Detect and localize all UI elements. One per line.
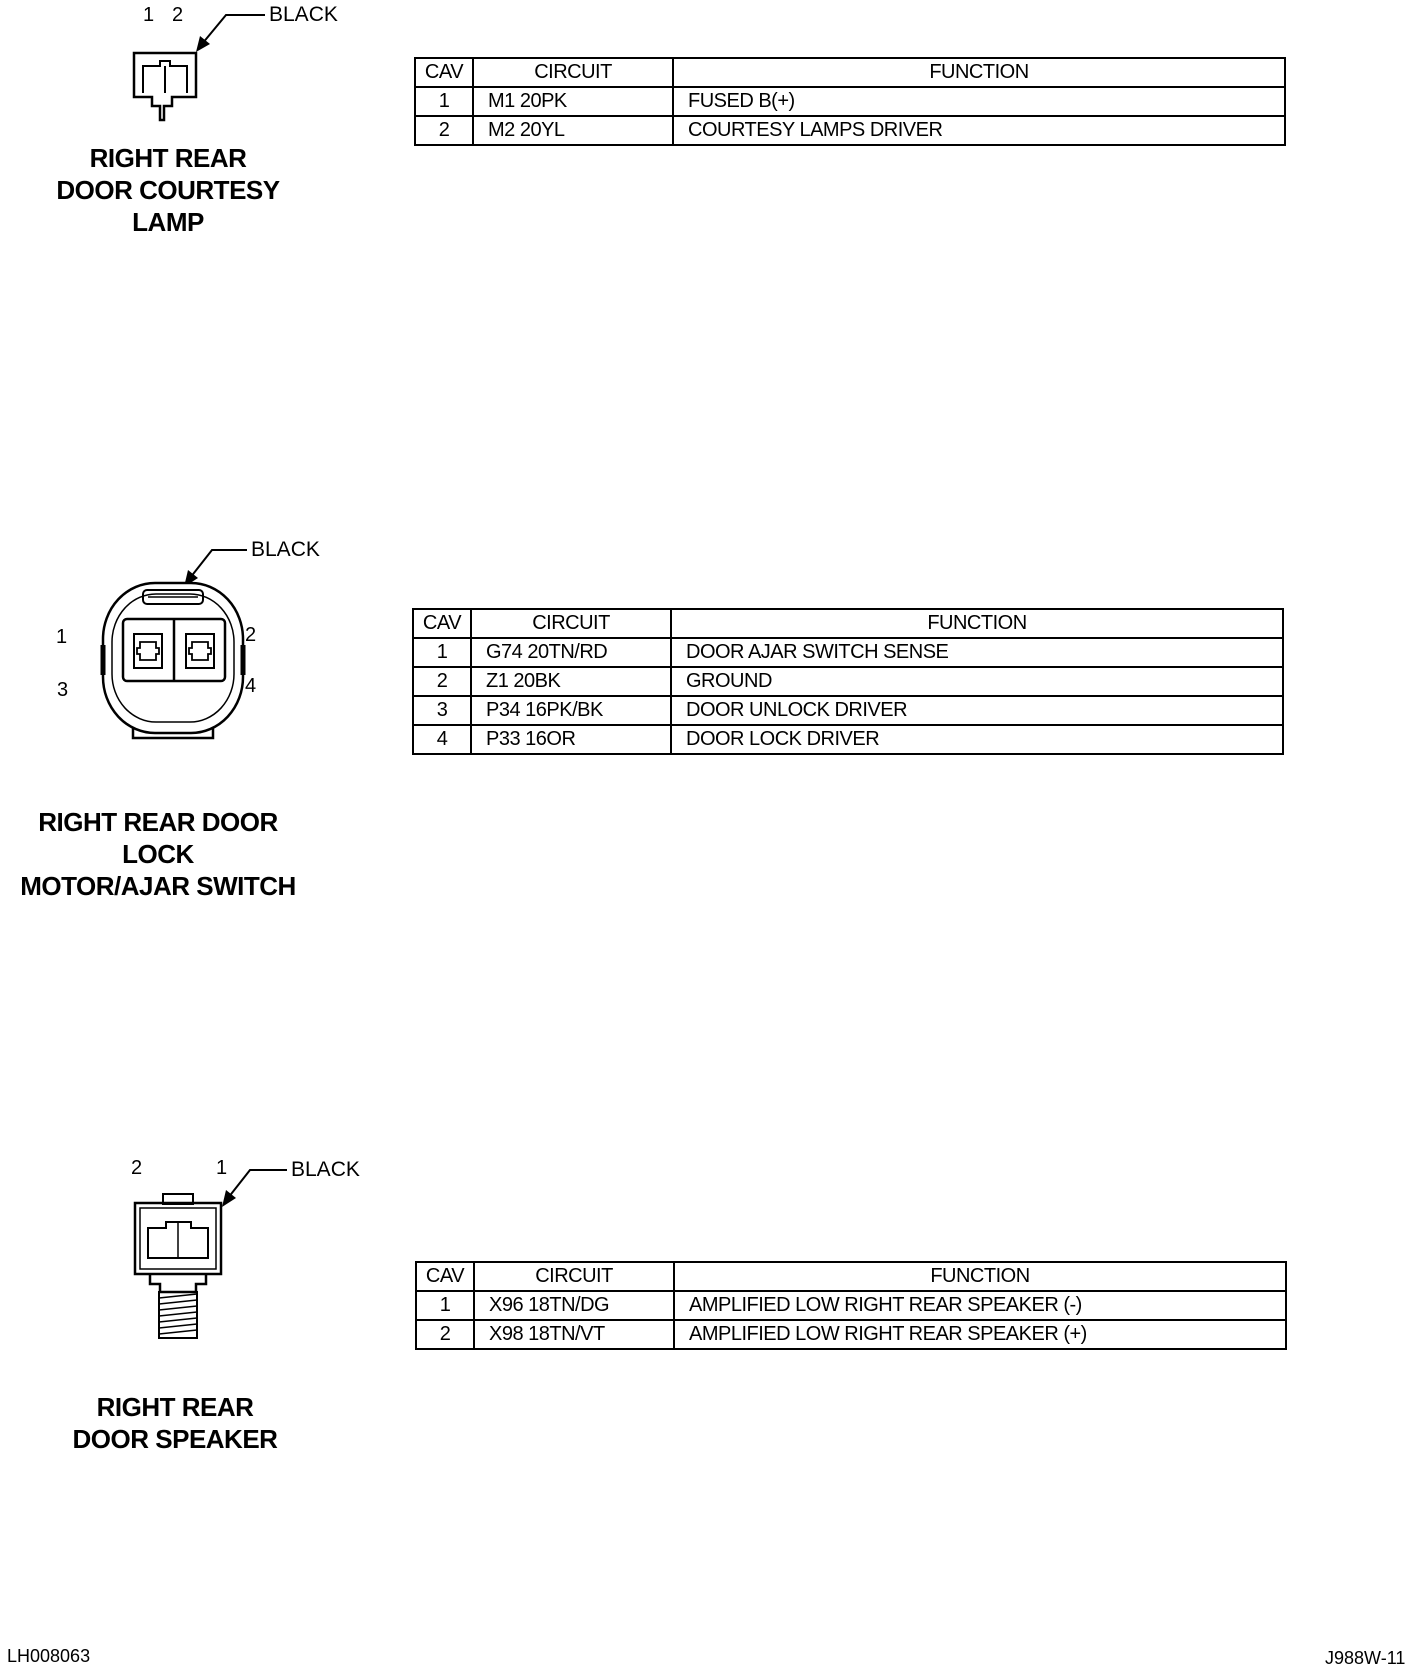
table-header-row: CAV CIRCUIT FUNCTION bbox=[414, 57, 1286, 88]
table-row: 1 M1 20PK FUSED B(+) bbox=[414, 86, 1286, 117]
table-row: 3 P34 16PK/BK DOOR UNLOCK DRIVER bbox=[412, 695, 1284, 726]
pin-label-2: 2 bbox=[131, 1157, 143, 1179]
connector-color-label: BLACK bbox=[291, 1158, 360, 1181]
cell-cav: 1 bbox=[415, 1290, 475, 1321]
cell-cav: 3 bbox=[412, 695, 472, 726]
cell-function: FUSED B(+) bbox=[672, 86, 1286, 117]
pin-label-1: 1 bbox=[216, 1157, 228, 1179]
cell-circuit: X96 18TN/DG bbox=[473, 1290, 675, 1321]
pinout-table: CAV CIRCUIT FUNCTION 1 M1 20PK FUSED B(+… bbox=[414, 57, 1286, 146]
connector-color-label: BLACK bbox=[269, 3, 338, 26]
table-header-row: CAV CIRCUIT FUNCTION bbox=[415, 1261, 1287, 1292]
cell-cav: 4 bbox=[412, 724, 472, 755]
cell-function: DOOR LOCK DRIVER bbox=[670, 724, 1284, 755]
header-cav: CAV bbox=[412, 608, 472, 639]
connector-title: RIGHT REAR DOOR SPEAKER bbox=[60, 1391, 290, 1455]
cell-function: AMPLIFIED LOW RIGHT REAR SPEAKER (+) bbox=[673, 1319, 1287, 1350]
cell-cav: 1 bbox=[412, 637, 472, 668]
pinout-table: CAV CIRCUIT FUNCTION 1 X96 18TN/DG AMPLI… bbox=[415, 1261, 1287, 1350]
speaker-connector-icon bbox=[133, 1169, 287, 1339]
table-row: 1 X96 18TN/DG AMPLIFIED LOW RIGHT REAR S… bbox=[415, 1290, 1287, 1321]
cell-function: DOOR UNLOCK DRIVER bbox=[670, 695, 1284, 726]
header-cav: CAV bbox=[414, 57, 474, 88]
table-row: 4 P33 16OR DOOR LOCK DRIVER bbox=[412, 724, 1284, 755]
cell-function: GROUND bbox=[670, 666, 1284, 697]
pin-label-2: 2 bbox=[245, 624, 257, 646]
cell-cav: 1 bbox=[414, 86, 474, 117]
courtesy-lamp-connector-icon bbox=[132, 14, 265, 122]
cell-cav: 2 bbox=[412, 666, 472, 697]
header-function: FUNCTION bbox=[672, 57, 1286, 88]
pin-label-2: 2 bbox=[172, 4, 184, 26]
cell-cav: 2 bbox=[415, 1319, 475, 1350]
cell-circuit: M1 20PK bbox=[472, 86, 674, 117]
title-line: RIGHT REAR bbox=[89, 143, 247, 173]
table-row: 2 X98 18TN/VT AMPLIFIED LOW RIGHT REAR S… bbox=[415, 1319, 1287, 1350]
title-line: RIGHT REAR bbox=[96, 1392, 254, 1422]
title-line: LAMP bbox=[132, 207, 204, 237]
pin-label-1: 1 bbox=[143, 4, 155, 26]
header-circuit: CIRCUIT bbox=[470, 608, 672, 639]
footer-left-code: LH008063 bbox=[7, 1646, 91, 1666]
header-cav: CAV bbox=[415, 1261, 475, 1292]
pin-label-1: 1 bbox=[56, 626, 68, 648]
pin-label-3: 3 bbox=[57, 679, 69, 701]
cell-function: DOOR AJAR SWITCH SENSE bbox=[670, 637, 1284, 668]
cell-function: AMPLIFIED LOW RIGHT REAR SPEAKER (-) bbox=[673, 1290, 1287, 1321]
table-header-row: CAV CIRCUIT FUNCTION bbox=[412, 608, 1284, 639]
cell-cav: 2 bbox=[414, 115, 474, 146]
cell-circuit: P34 16PK/BK bbox=[470, 695, 672, 726]
table-row: 2 M2 20YL COURTESY LAMPS DRIVER bbox=[414, 115, 1286, 146]
header-circuit: CIRCUIT bbox=[473, 1261, 675, 1292]
pin-label-4: 4 bbox=[245, 675, 257, 697]
header-function: FUNCTION bbox=[673, 1261, 1287, 1292]
footer-right-code: J988W-11 bbox=[1325, 1648, 1406, 1668]
header-circuit: CIRCUIT bbox=[472, 57, 674, 88]
header-function: FUNCTION bbox=[670, 608, 1284, 639]
connector-color-label: BLACK bbox=[251, 538, 320, 561]
title-line: RIGHT REAR DOOR LOCK bbox=[38, 807, 278, 869]
cell-circuit: M2 20YL bbox=[472, 115, 674, 146]
title-line: DOOR SPEAKER bbox=[72, 1424, 278, 1454]
cell-circuit: P33 16OR bbox=[470, 724, 672, 755]
cell-circuit: G74 20TN/RD bbox=[470, 637, 672, 668]
door-lock-connector-icon bbox=[100, 549, 247, 740]
table-row: 1 G74 20TN/RD DOOR AJAR SWITCH SENSE bbox=[412, 637, 1284, 668]
cell-function: COURTESY LAMPS DRIVER bbox=[672, 115, 1286, 146]
title-line: MOTOR/AJAR SWITCH bbox=[20, 871, 296, 901]
cell-circuit: Z1 20BK bbox=[470, 666, 672, 697]
title-line: DOOR COURTESY bbox=[56, 175, 280, 205]
connector-title: RIGHT REAR DOOR LOCK MOTOR/AJAR SWITCH bbox=[0, 806, 316, 902]
pinout-table: CAV CIRCUIT FUNCTION 1 G74 20TN/RD DOOR … bbox=[412, 608, 1284, 755]
table-row: 2 Z1 20BK GROUND bbox=[412, 666, 1284, 697]
cell-circuit: X98 18TN/VT bbox=[473, 1319, 675, 1350]
connector-title: RIGHT REAR DOOR COURTESY LAMP bbox=[48, 142, 288, 238]
